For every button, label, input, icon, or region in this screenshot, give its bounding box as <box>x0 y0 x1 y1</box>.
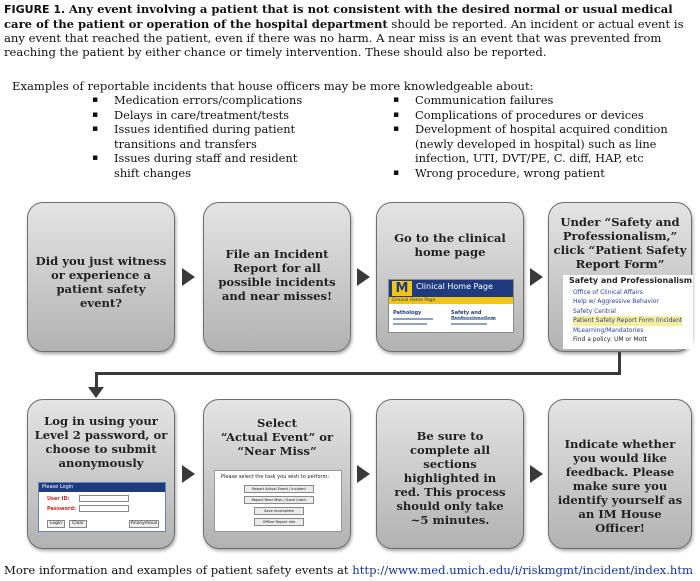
menu-item: MLearning/Mandatories <box>573 326 644 334</box>
step-safety-menu: Under “Safety and Professionalism,” clic… <box>548 202 693 352</box>
section-pathology: Pathology <box>393 310 422 316</box>
flow-arrow <box>182 268 195 286</box>
step-complete-sections: Be sure to complete all sections highlig… <box>376 399 524 549</box>
login-title: Please Login <box>39 483 165 492</box>
save-incomplete-button: Save Incomplete <box>254 507 304 515</box>
nav-bar <box>389 297 513 304</box>
clinical-home-screenshot: M Clinical Home Page Clinical Home Page … <box>388 279 514 333</box>
examples-intro: Examples of reportable incidents that ho… <box>12 79 534 93</box>
step-text: Be sure to complete all sections highlig… <box>394 429 506 527</box>
login-screenshot: Please Login User ID: Password: Login Cl… <box>38 482 166 532</box>
list-item: Development of hospital acquired conditi… <box>393 122 685 166</box>
connector-vertical <box>618 352 621 374</box>
menu-item: Office of Clinical Affairs <box>573 289 643 296</box>
list-item: Communication failures <box>393 93 685 108</box>
flow-arrow <box>530 268 543 286</box>
actual-event-button: Report Actual Event / Incident <box>244 485 314 493</box>
down-arrow-icon <box>88 387 104 398</box>
step-login: Log in using your Level 2 password, or c… <box>27 399 175 549</box>
step-clinical-home: Go to the clinical home page M Clinical … <box>376 202 524 352</box>
password-field <box>79 505 129 512</box>
step-witness-event: Did you just witness or experience a pat… <box>27 202 175 352</box>
incident-info-link[interactable]: http://www.med.umich.edu/i/riskmgmt/inci… <box>352 563 694 577</box>
list-item: Wrong procedure, wrong patient <box>393 166 685 181</box>
section-safety: Safety and Professionalism <box>451 310 496 322</box>
footer: More information and examples of patient… <box>4 563 693 577</box>
home-page-title: Clinical Home Page <box>416 282 493 291</box>
step-feedback: Indicate whether you would like feedback… <box>548 399 692 549</box>
select-task-screenshot: Please select the task you wish to perfo… <box>214 470 342 532</box>
near-miss-button: Report Near Miss / Good Catch <box>244 496 314 504</box>
caption-bold-lead: Any event involving a patient that is no… <box>4 2 673 31</box>
figure-label: FIGURE 1. <box>4 3 66 16</box>
menu-item: Safety Central <box>573 307 616 315</box>
safety-menu-list: Office of Clinical Affairs Help w/ Aggre… <box>573 288 683 344</box>
university-logo-icon: M <box>392 281 412 296</box>
link-line <box>393 318 433 320</box>
step-text: Select “Actual Event” or “Near Miss” <box>220 416 334 458</box>
list-item: Issues during staff and resident shift c… <box>92 151 324 180</box>
list-item: Delays in care/treatment/tests <box>92 108 324 123</box>
step-file-report: File an Incident Report for all possible… <box>203 202 351 352</box>
flow-arrow <box>357 268 370 286</box>
link-line <box>393 323 427 325</box>
site-banner <box>389 280 513 297</box>
flow-arrow <box>182 465 195 483</box>
anonymous-button: Anonymous <box>129 520 159 528</box>
safety-menu-screenshot: Safety and Professionalism Office of Cli… <box>563 275 693 349</box>
list-item: Issues identified during patient transit… <box>92 122 324 151</box>
offline-report-button: Offline Report Info <box>254 518 304 526</box>
step-text: Under “Safety and Professionalism,” clic… <box>553 215 687 271</box>
step-text: Did you just witness or experience a pat… <box>35 254 167 310</box>
step-text: Log in using your Level 2 password, or c… <box>34 414 168 470</box>
login-button: Login <box>47 520 65 528</box>
clear-button: Clear <box>69 520 87 528</box>
link-line <box>451 323 487 325</box>
menu-item: Help w/ Aggressive Behavior <box>573 298 659 306</box>
step-text: File an Incident Report for all possible… <box>218 247 336 303</box>
menu-item: Find a policy: UM or Mott <box>573 336 648 344</box>
figure-caption: FIGURE 1. Any event involving a patient … <box>4 2 698 59</box>
examples-list-left: Medication errors/complications Delays i… <box>92 93 324 180</box>
examples-list-right: Communication failures Complications of … <box>393 93 685 180</box>
tab-clinical-home: Clinical Home Page <box>392 298 436 303</box>
flow-arrow <box>357 465 370 483</box>
step-text: Indicate whether you would like feedback… <box>557 437 683 535</box>
flow-arrow <box>530 465 543 483</box>
user-id-label: User ID: <box>47 496 70 502</box>
menu-title: Safety and Professionalism <box>569 276 693 285</box>
menu-item-highlighted: Patient Safety Report Form (Incident <box>573 316 683 326</box>
list-item: Complications of procedures or devices <box>393 108 685 123</box>
caption-rest: should be reported. An incident or actua… <box>4 17 684 59</box>
footer-text: More information and examples of patient… <box>4 563 349 577</box>
step-text: Go to the clinical home page <box>394 231 506 259</box>
password-label: Password: <box>47 506 76 512</box>
user-id-field <box>79 495 129 502</box>
connector-vertical <box>95 372 98 390</box>
connector-horizontal <box>95 372 621 375</box>
step-select-event: Select “Actual Event” or “Near Miss” Ple… <box>203 399 351 549</box>
link-line <box>451 318 493 320</box>
list-item: Medication errors/complications <box>92 93 324 108</box>
select-prompt: Please select the task you wish to perfo… <box>221 474 330 480</box>
